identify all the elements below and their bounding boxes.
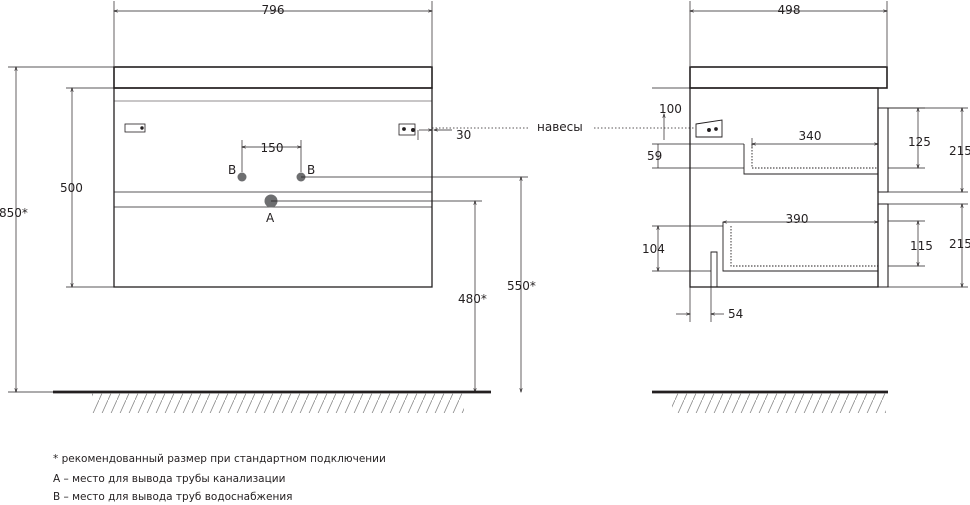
- front-dimensions: [8, 1, 530, 392]
- left-bracket: [124, 123, 146, 133]
- dim-bottom-drawer-inner: 115: [910, 239, 933, 253]
- top-drawer-box: [743, 144, 878, 175]
- front-view: [113, 66, 433, 288]
- dim-water-height: 550*: [507, 279, 536, 293]
- side-cabinet: [689, 87, 879, 288]
- dim-top-drawer-depth: 340: [799, 129, 822, 143]
- dim-waste-height: 480*: [458, 292, 487, 306]
- front-cabinet: [113, 87, 433, 288]
- marker-waste: A: [266, 211, 275, 225]
- side-bracket: [695, 119, 723, 138]
- dim-total-height: 850*: [0, 206, 28, 220]
- rear-cutout: [710, 251, 718, 287]
- right-bracket: [398, 123, 416, 136]
- note-waste-outlet: A – место для вывода трубы канализации: [53, 473, 286, 485]
- bracket-label: навесы: [537, 120, 583, 134]
- dim-front-height: 500: [60, 181, 83, 195]
- front-countertop: [113, 66, 433, 89]
- dim-side-depth: 498: [778, 3, 801, 17]
- marker-water-left: B: [228, 163, 236, 177]
- dim-bracket-offset: 30: [456, 128, 471, 142]
- marker-water-right: B: [307, 163, 315, 177]
- side-floor: [652, 390, 888, 413]
- side-countertop: [689, 66, 888, 89]
- note-recommended: * рекомендованный размер при стандартном…: [53, 453, 386, 465]
- dim-bottom-drawer-front: 215: [949, 237, 970, 251]
- dim-top-drawer-front: 215: [949, 144, 970, 158]
- note-water-outlet: B – место для вывода труб водоснабжения: [53, 491, 293, 503]
- dim-top-drawer-inner: 125: [908, 135, 931, 149]
- bottom-drawer-front: [877, 203, 889, 288]
- side-dimensions: [594, 1, 968, 322]
- bottom-drawer-box: [722, 222, 878, 272]
- dim-front-width: 796: [262, 3, 285, 17]
- water-outlet-left: [237, 172, 247, 182]
- dim-bottom-drawer-depth: 390: [786, 212, 809, 226]
- dim-bracket-drop: 100: [659, 102, 682, 116]
- dim-back-gap: 54: [728, 307, 743, 321]
- side-view: [689, 66, 889, 288]
- dim-bottom-drawer-cutout: 104: [642, 242, 665, 256]
- top-drawer-front: [877, 107, 889, 193]
- front-floor: [53, 390, 491, 413]
- dim-top-drawer-gap: 59: [647, 149, 662, 163]
- dim-water-spacing: 150: [261, 141, 284, 155]
